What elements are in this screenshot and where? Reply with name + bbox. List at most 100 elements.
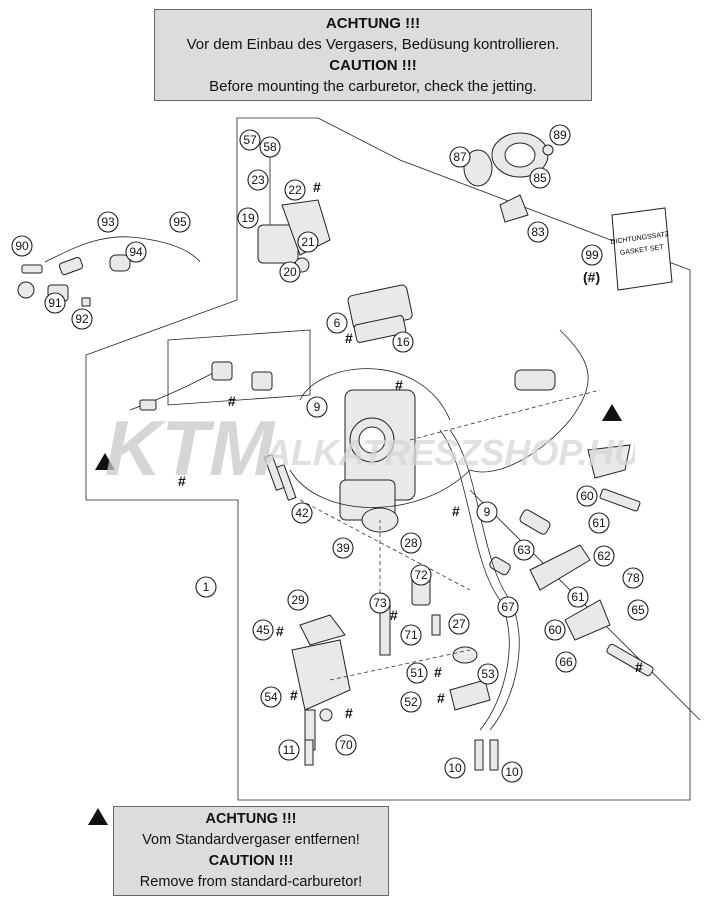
- part-callout-52: 52: [400, 691, 422, 713]
- callout-number: 93: [101, 215, 115, 229]
- part-callout-9: 9: [306, 396, 328, 418]
- part-callout-89: 89: [549, 124, 571, 146]
- callout-number: 63: [517, 543, 531, 557]
- float-needle-part: [379, 569, 491, 711]
- callout-number: 39: [336, 541, 350, 555]
- gasket-mark: #: [395, 377, 403, 393]
- part-callout-58: 58: [259, 136, 281, 158]
- part-callout-60: 60: [544, 619, 566, 641]
- part-callout-92: 92: [71, 308, 93, 330]
- part-callout-39: 39: [332, 537, 354, 559]
- gasket-note: (#): [583, 269, 600, 285]
- callout-number: 94: [129, 245, 143, 259]
- part-callout-99: 99: [581, 244, 603, 266]
- callout-number: 27: [452, 617, 466, 631]
- part-callout-78: 78: [622, 567, 644, 589]
- part-callout-54: 54: [260, 686, 282, 708]
- part-callout-53: 53: [477, 663, 499, 685]
- callout-number: 61: [592, 516, 606, 530]
- callout-number: 90: [15, 239, 29, 253]
- callout-number: 70: [339, 738, 353, 752]
- notice-heading-de: ACHTUNG !!!: [205, 811, 297, 827]
- part-callout-60: 60: [576, 485, 598, 507]
- callout-number: 87: [453, 150, 467, 164]
- part-callout-22: 22: [284, 179, 306, 201]
- callout-number: 10: [448, 761, 462, 775]
- part-callout-42: 42: [291, 502, 313, 524]
- part-callout-21: 21: [297, 231, 319, 253]
- part-callout-27: 27: [448, 613, 470, 635]
- part-callout-10: 10: [444, 757, 466, 779]
- part-callout-61: 61: [588, 512, 610, 534]
- throttle-sensor-part: [257, 138, 331, 273]
- part-callout-51: 51: [406, 662, 428, 684]
- callout-number: 92: [75, 312, 89, 326]
- callout-number: 62: [597, 549, 611, 563]
- callout-number: 78: [626, 571, 640, 585]
- callout-number: 89: [553, 128, 567, 142]
- callout-number: 72: [414, 568, 428, 582]
- callout-number: 1: [203, 580, 210, 594]
- callout-number: 67: [501, 600, 515, 614]
- top-cover-part: [347, 284, 413, 343]
- gasket-mark: #: [635, 659, 643, 675]
- gasket-mark: #: [345, 330, 353, 346]
- callout-number: 73: [373, 596, 387, 610]
- callout-number: 19: [241, 211, 255, 225]
- callout-number: 99: [585, 248, 599, 262]
- part-callout-93: 93: [97, 211, 119, 233]
- part-callout-11: 11: [278, 739, 300, 761]
- callout-number: 6: [334, 316, 341, 330]
- gasket-mark: #: [390, 607, 398, 623]
- callout-number: 66: [559, 655, 573, 669]
- hot-start-cable-part: [17, 236, 201, 307]
- part-callout-1: 1: [195, 576, 217, 598]
- callout-number: 16: [396, 335, 410, 349]
- throttle-cable-part: [469, 329, 641, 512]
- assembly-guide-line: [329, 649, 471, 681]
- part-callout-45: 45: [252, 619, 274, 641]
- gasket-mark: #: [434, 664, 442, 680]
- callout-number: 91: [48, 296, 62, 310]
- callout-number: 65: [631, 603, 645, 617]
- callout-number: 45: [256, 623, 270, 637]
- callout-number: 60: [580, 489, 594, 503]
- part-callout-66: 66: [555, 651, 577, 673]
- callout-number: 20: [283, 265, 297, 279]
- part-callout-71: 71: [400, 624, 422, 646]
- part-callout-62: 62: [593, 545, 615, 567]
- callout-number: 95: [173, 215, 187, 229]
- callout-number: 58: [263, 140, 277, 154]
- part-callout-85: 85: [529, 167, 551, 189]
- warning-triangle-icon: [88, 808, 108, 825]
- callout-number: 10: [505, 765, 519, 779]
- callout-number: 23: [251, 173, 265, 187]
- callout-number: 57: [243, 133, 257, 147]
- part-callout-87: 87: [449, 146, 471, 168]
- gasket-mark: #: [228, 393, 236, 409]
- gasket-mark: #: [178, 473, 186, 489]
- notice-text-de: Vom Standardvergaser entfernen!: [142, 832, 360, 848]
- gasket-mark: #: [276, 623, 284, 639]
- part-callout-6: 6: [326, 312, 348, 334]
- callout-number: 52: [404, 695, 418, 709]
- callout-number: 60: [548, 623, 562, 637]
- part-callout-95: 95: [169, 211, 191, 233]
- intake-boot-part: [463, 132, 554, 223]
- callout-number: 51: [410, 666, 424, 680]
- part-callout-72: 72: [410, 564, 432, 586]
- part-callout-83: 83: [527, 221, 549, 243]
- callout-number: 42: [295, 506, 309, 520]
- part-callout-73: 73: [369, 592, 391, 614]
- part-callout-90: 90: [11, 235, 33, 257]
- part-callout-28: 28: [400, 532, 422, 554]
- gasket-mark: #: [345, 705, 353, 721]
- callout-number: 54: [264, 690, 278, 704]
- bottom-caution-notice: ACHTUNG !!! Vom Standardvergaser entfern…: [113, 806, 389, 896]
- callout-number: 9: [314, 400, 321, 414]
- gasket-set-card: DICHTUNGSSATZ GASKET SET: [610, 207, 673, 291]
- notice-text-de: Vor dem Einbau des Vergasers, Bedüsung k…: [186, 36, 560, 53]
- part-callout-94: 94: [125, 241, 147, 263]
- callout-number: 85: [533, 171, 547, 185]
